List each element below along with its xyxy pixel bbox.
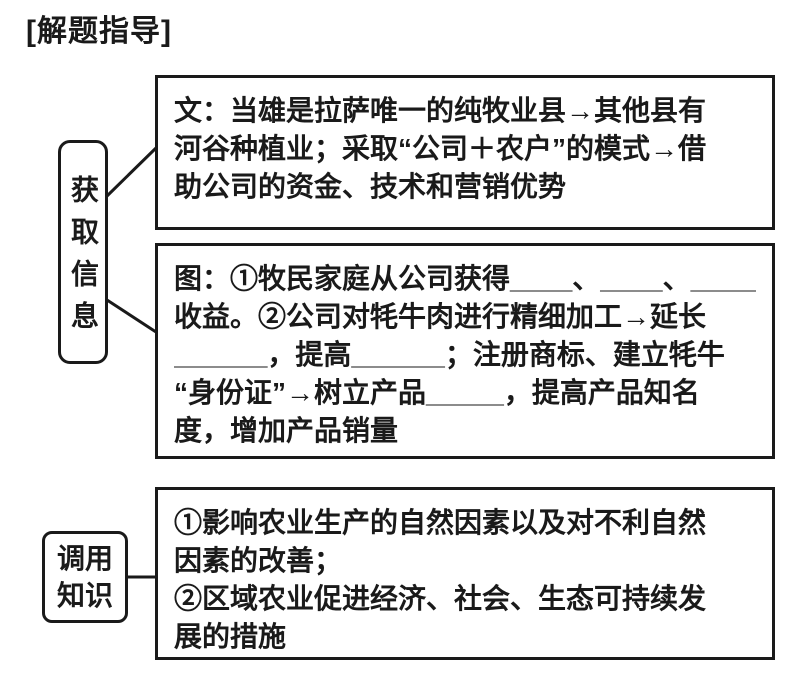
box-figure-analysis-line: 收益。②公司对牦牛肉进行精细加工→延长 — [174, 301, 707, 332]
box-figure-analysis-line: 度，增加产品销量 — [174, 415, 399, 446]
node-invoke-knowledge: 调用 知识 — [42, 531, 128, 623]
box-figure-analysis-line: “身份证”→树立产品_____，提高产品知名 — [174, 377, 700, 408]
box-knowledge-line: 展的措施 — [174, 621, 287, 652]
box-figure-analysis-line: 图：①牧民家庭从公司获得____、____、_____ — [174, 263, 756, 294]
box-knowledge-line: ①影响农业生产的自然因素以及对不利自然 — [174, 507, 707, 538]
box-text-analysis-line: 助公司的资金、技术和营销优势 — [174, 171, 567, 202]
box-knowledge-line: ②区域农业促进经济、社会、生态可持续发 — [174, 583, 707, 614]
box-knowledge-line: 因素的改善； — [174, 545, 343, 576]
box-figure-analysis: 图：①牧民家庭从公司获得____、____、_____ 收益。②公司对牦牛肉进行… — [155, 243, 775, 459]
box-text-analysis-line: 文：当雄是拉萨唯一的纯牧业县→其他县有 — [174, 95, 707, 126]
node-invoke-knowledge-label-line1: 调用 — [56, 543, 113, 574]
box-knowledge: ①影响农业生产的自然因素以及对不利自然 因素的改善； ②区域农业促进经济、社会、… — [155, 487, 775, 660]
node-acquire-info-label: 获取信息 — [68, 175, 99, 343]
box-text-analysis: 文：当雄是拉萨唯一的纯牧业县→其他县有 河谷种植业；采取“公司＋农户”的模式→借… — [155, 75, 775, 230]
node-invoke-knowledge-label-line2: 知识 — [56, 580, 113, 611]
node-acquire-info: 获取信息 — [58, 140, 108, 364]
box-figure-analysis-line: ______，提高______；注册商标、建立牦牛 — [174, 339, 725, 370]
box-text-analysis-line: 河谷种植业；采取“公司＋农户”的模式→借 — [174, 133, 707, 164]
page-title: [解题指导] — [26, 15, 172, 48]
